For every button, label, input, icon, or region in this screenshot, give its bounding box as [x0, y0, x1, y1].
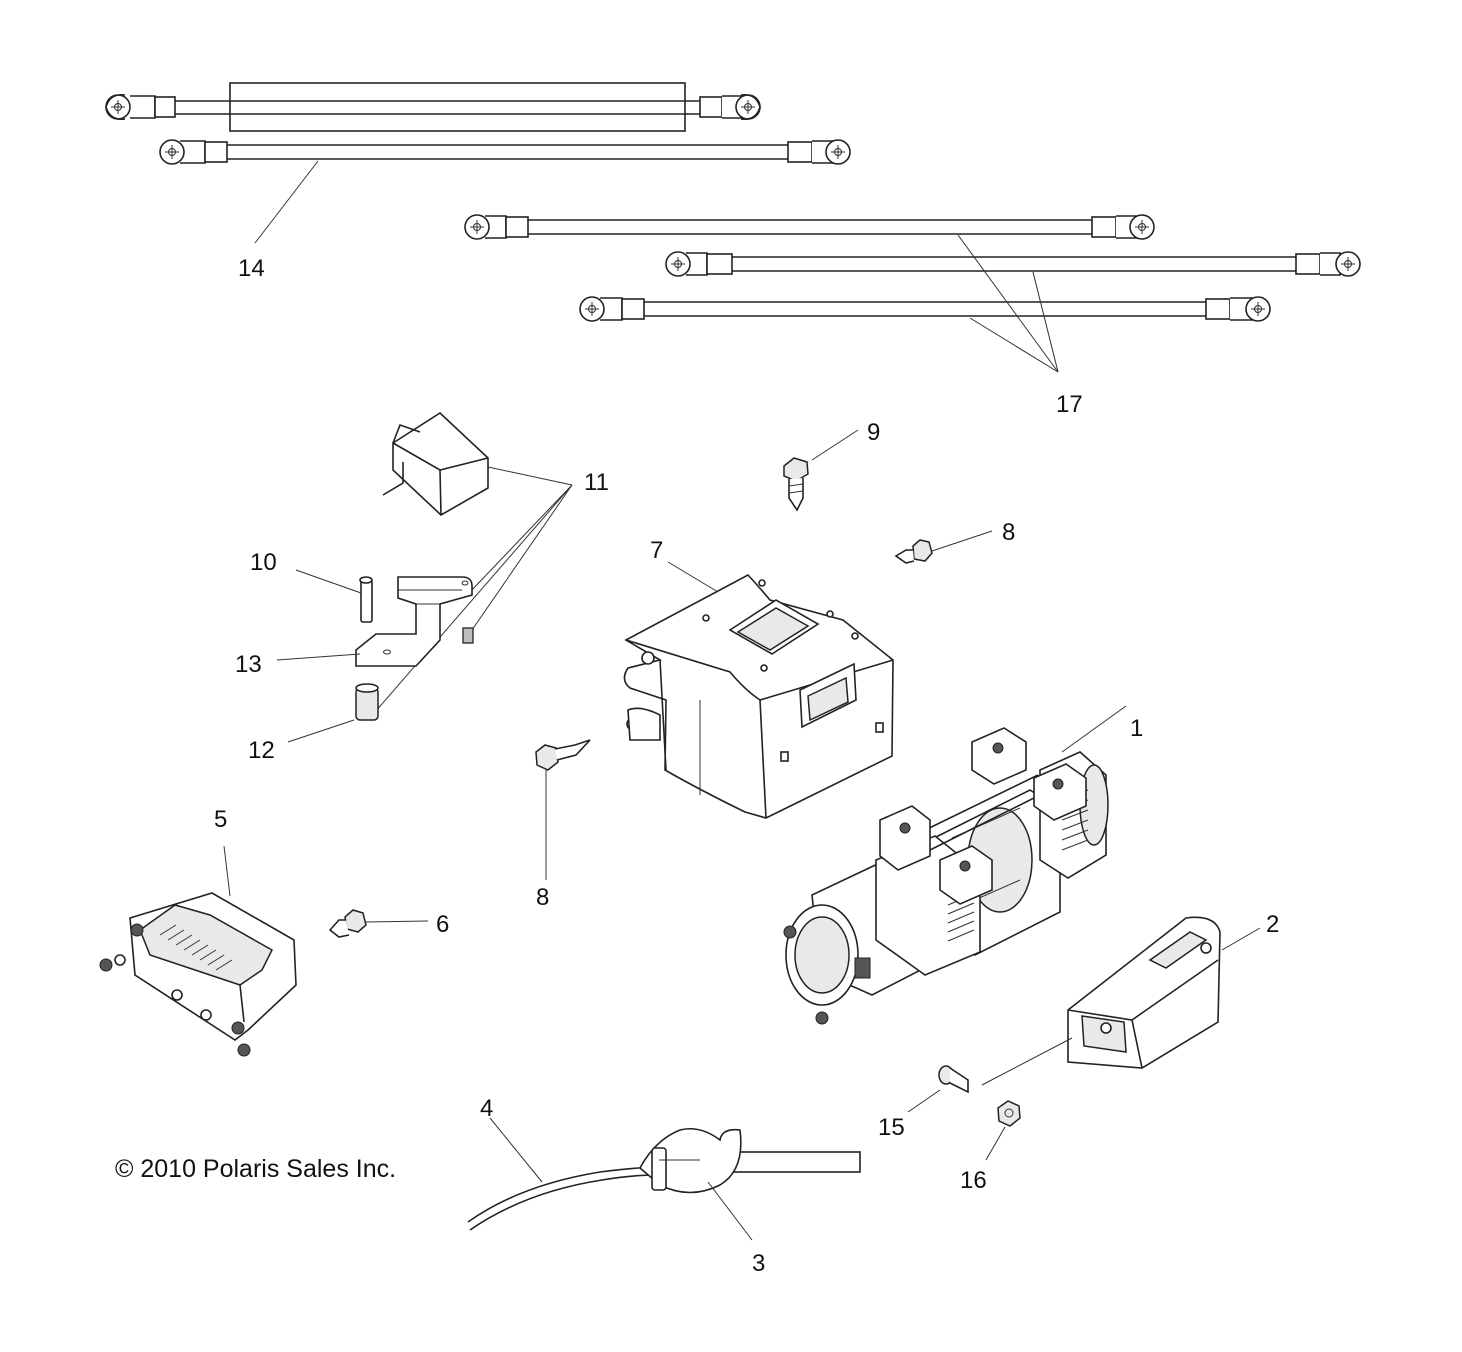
leader-line-8a: [931, 530, 993, 552]
mounting-bracket: [355, 576, 473, 667]
callout-3: 3: [752, 1250, 765, 1277]
leader-line-2b: [981, 1037, 1073, 1086]
battery-cable-with-boot: [105, 82, 761, 132]
leader-line-12: [287, 719, 355, 743]
leader-line-9: [811, 429, 859, 461]
leader-line-1: [1061, 705, 1127, 753]
callout-17: 17: [1056, 391, 1083, 418]
battery-cable-lower: [159, 139, 851, 165]
leader-line-16: [985, 1126, 1006, 1161]
winch-cable-upper: [464, 214, 1155, 240]
bolt-15: [938, 1065, 969, 1094]
winch-mount-plate: [623, 574, 894, 819]
winch-cable-lower: [579, 296, 1271, 322]
callout-11: 11: [584, 469, 609, 496]
screw-8-right: [894, 539, 933, 564]
leader-line-7: [667, 561, 719, 593]
leader-line-14: [254, 160, 319, 244]
callout-9: 9: [867, 419, 880, 446]
leader-line-4: [489, 1117, 543, 1183]
callout-15: 15: [878, 1114, 905, 1141]
leader-line-2: [1221, 927, 1261, 951]
screw-9: [783, 457, 809, 512]
callout-8b: 8: [536, 884, 549, 911]
callout-5: 5: [214, 806, 227, 833]
screw-6: [328, 909, 367, 938]
leader-line-13: [276, 653, 361, 661]
callout-7: 7: [650, 537, 663, 564]
leader-lines-11: [374, 466, 573, 713]
callout-1: 1: [1130, 715, 1143, 742]
leader-lines-17: [957, 234, 1059, 373]
winch-control-module: [99, 892, 297, 1057]
callout-14: 14: [238, 255, 265, 282]
fairlead-bracket: [1067, 916, 1221, 1069]
nut-16: [997, 1100, 1021, 1127]
winch-assembly: [783, 727, 1109, 1025]
callout-12: 12: [248, 737, 275, 764]
winch-hook: [638, 1127, 861, 1194]
callout-16: 16: [960, 1167, 987, 1194]
leader-line-15: [907, 1089, 941, 1113]
leader-line-5: [223, 845, 231, 897]
spacer-12: [355, 683, 379, 721]
callout-10: 10: [250, 549, 277, 576]
screw-8-left: [535, 739, 591, 771]
callout-8a: 8: [1002, 519, 1015, 546]
nut-small: [462, 627, 474, 644]
winch-cable-middle: [665, 251, 1361, 277]
callout-4: 4: [480, 1095, 493, 1122]
callout-6: 6: [436, 911, 449, 938]
leader-line-3: [707, 1181, 753, 1241]
relay-boot: [382, 411, 489, 516]
bolt-10: [359, 576, 373, 623]
leader-line-10: [295, 569, 362, 594]
copyright-text: © 2010 Polaris Sales Inc.: [115, 1155, 396, 1183]
callout-2: 2: [1266, 911, 1279, 938]
winch-rope: [467, 1166, 657, 1231]
callout-13: 13: [235, 651, 262, 678]
leader-line-6: [365, 920, 429, 923]
